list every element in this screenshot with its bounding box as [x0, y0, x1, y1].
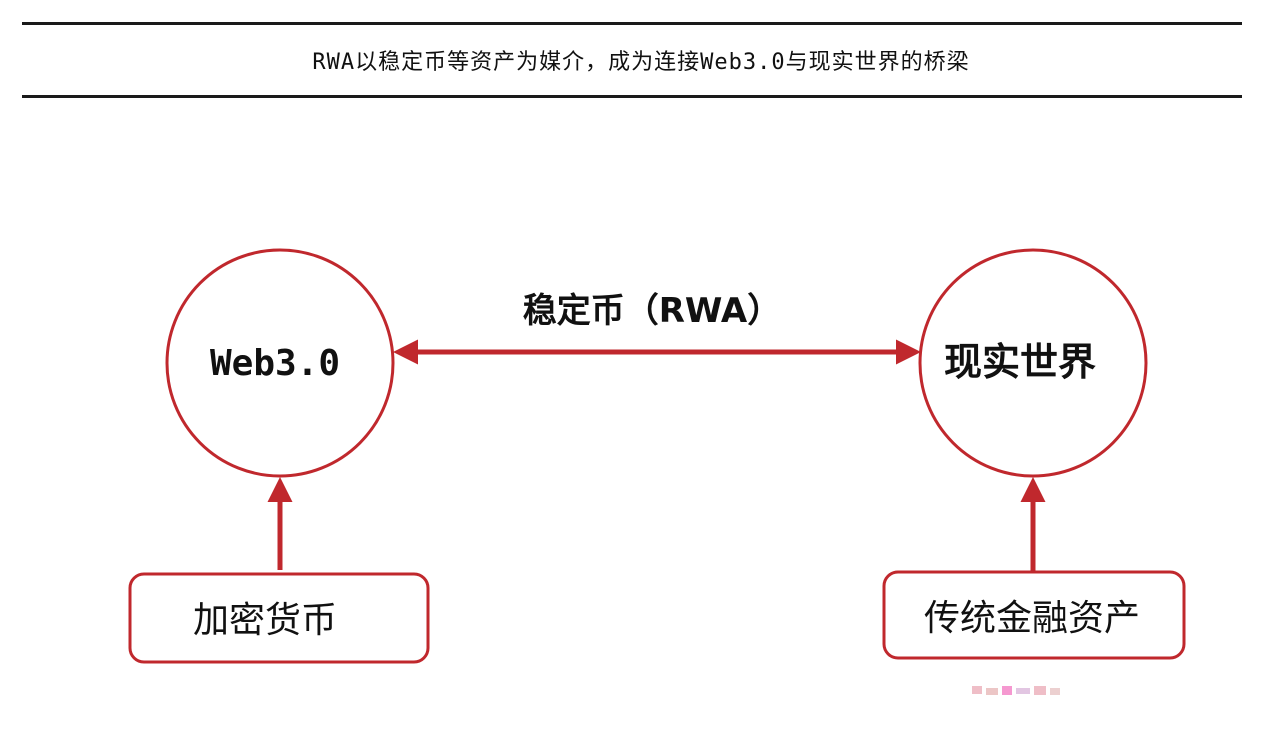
diagram-title: RWA以稳定币等资产为媒介，成为连接Web3.0与现实世界的桥梁 [312, 50, 970, 75]
top-rule [22, 22, 1242, 25]
bridge-label: 稳定币（RWA） [523, 291, 781, 331]
crypto-label: 加密货币 [193, 600, 337, 641]
watermark-stamp [972, 686, 1060, 695]
traditional-label: 传统金融资产 [924, 598, 1140, 639]
real-world-node-label: 现实世界 [944, 340, 1096, 384]
web3-node-label: Web3.0 [210, 343, 340, 384]
bottom-rule [22, 95, 1242, 98]
crypto-box [128, 572, 430, 664]
traditional-box [882, 570, 1186, 660]
